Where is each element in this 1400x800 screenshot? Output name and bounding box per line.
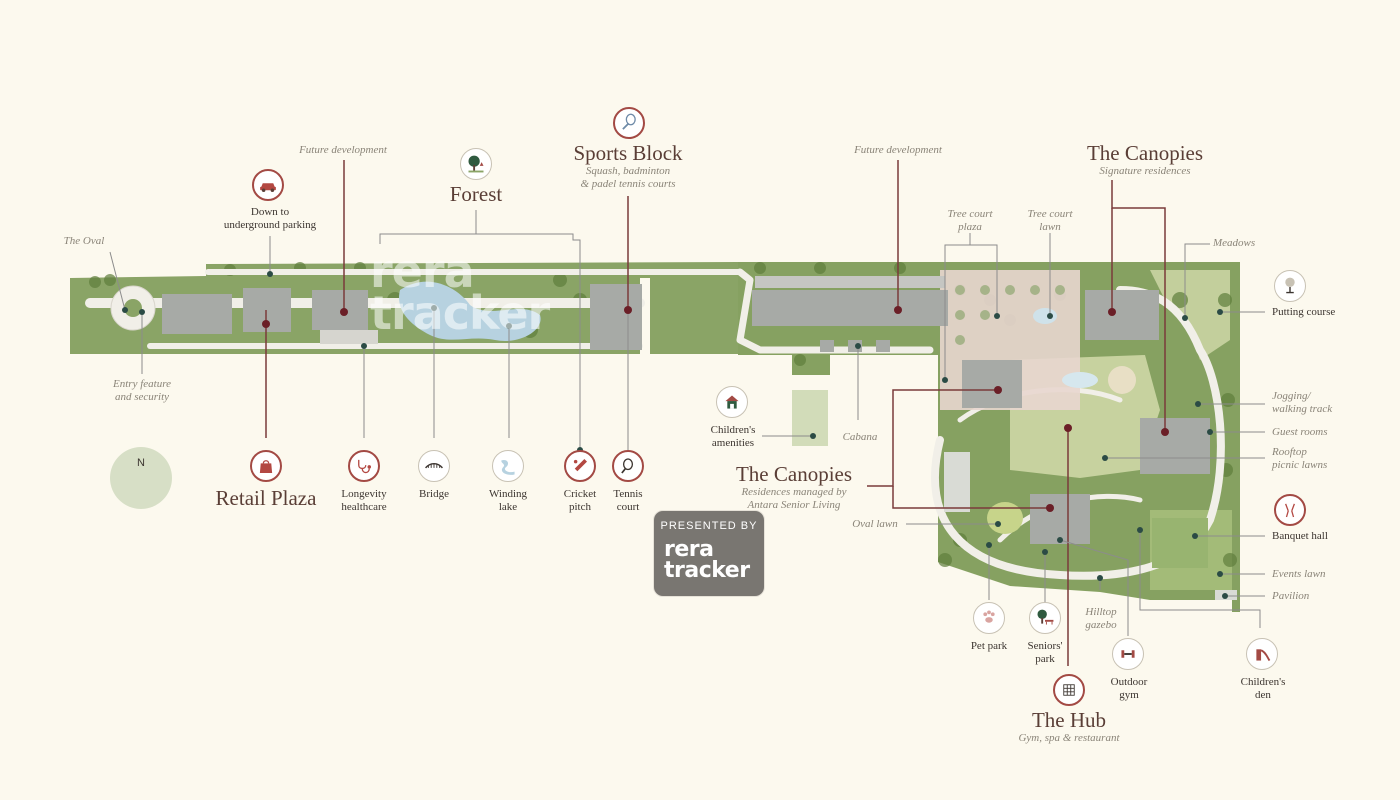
canopies-mid-title: The Canopies bbox=[735, 462, 853, 486]
label-the-oval: The Oval bbox=[63, 235, 105, 247]
label-banquet-hall: Banquet hall bbox=[1272, 530, 1328, 542]
gym-icon bbox=[1053, 674, 1085, 706]
tree-icon bbox=[460, 148, 492, 180]
zone-canopies-senior: The Canopies Residences managed by Antar… bbox=[716, 462, 872, 511]
label-cabana: Cabana bbox=[842, 431, 878, 443]
bridge-icon bbox=[418, 450, 450, 482]
zone-forest: Forest bbox=[416, 182, 536, 206]
hub-title: The Hub bbox=[1031, 708, 1107, 732]
label-pavilion: Pavilion bbox=[1272, 590, 1310, 602]
label-guest-rooms: Guest rooms bbox=[1272, 426, 1328, 438]
label-pet-park: Pet park bbox=[970, 640, 1008, 652]
shopping-bag-icon bbox=[250, 450, 282, 482]
label-future-development-east: Future development bbox=[854, 144, 942, 156]
playhouse-icon bbox=[716, 386, 748, 418]
zone-sports-block: Sports Block Squash, badminton & padel t… bbox=[548, 141, 708, 190]
paw-icon bbox=[973, 602, 1005, 634]
forest-title: Forest bbox=[449, 182, 503, 206]
sports-block-title: Sports Block bbox=[573, 141, 683, 165]
stethoscope-icon bbox=[348, 450, 380, 482]
retail-plaza-title: Retail Plaza bbox=[215, 486, 317, 510]
label-seniors-park: Seniors'park bbox=[1027, 640, 1063, 665]
zone-retail-plaza: Retail Plaza bbox=[196, 486, 336, 510]
label-bridge: Bridge bbox=[419, 488, 449, 500]
slide-icon bbox=[1246, 638, 1278, 670]
label-jogging-track: Jogging/walking track bbox=[1272, 390, 1333, 415]
racket-icon bbox=[613, 107, 645, 139]
label-future-development-west: Future development bbox=[299, 144, 387, 156]
bench-icon bbox=[1029, 602, 1061, 634]
dumbbell-icon bbox=[1112, 638, 1144, 670]
label-meadows: Meadows bbox=[1213, 237, 1256, 249]
badge-caption: PRESENTED BY bbox=[660, 520, 758, 532]
lake-icon bbox=[492, 450, 524, 482]
zone-canopies-signature: The Canopies Signature residences bbox=[1060, 141, 1230, 178]
zone-the-hub: The Hub Gym, spa & restaurant bbox=[994, 708, 1144, 745]
label-events-lawn: Events lawn bbox=[1272, 568, 1326, 580]
cricket-bat-icon bbox=[564, 450, 596, 482]
tennis-ball-icon bbox=[612, 450, 644, 482]
canopies-top-title: The Canopies bbox=[1086, 141, 1204, 165]
car-icon bbox=[252, 169, 284, 201]
north-compass: N bbox=[110, 447, 172, 509]
label-putting-course: Putting course bbox=[1272, 306, 1336, 318]
banquet-icon bbox=[1274, 494, 1306, 526]
golf-icon bbox=[1274, 270, 1306, 302]
label-oval-lawn: Oval lawn bbox=[852, 518, 898, 530]
